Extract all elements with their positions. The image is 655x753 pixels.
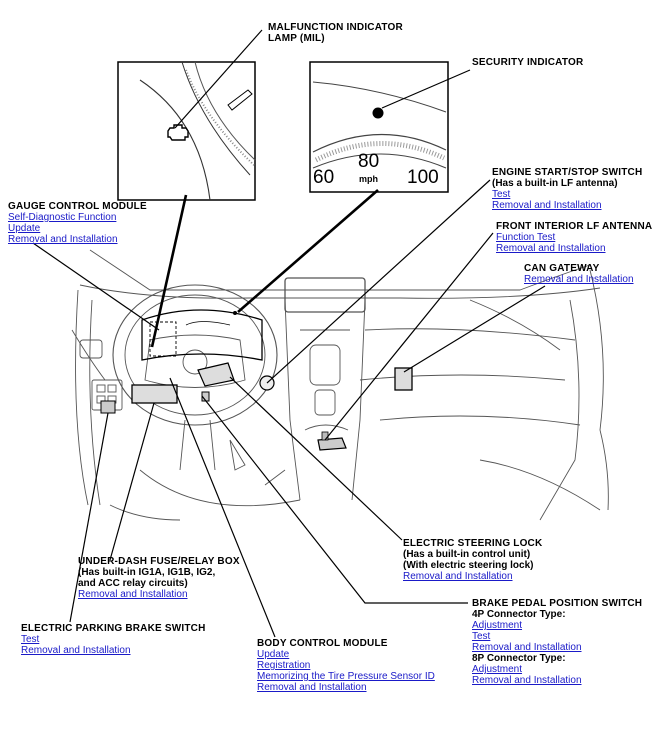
engine-start-stop-removal-link[interactable]: Removal and Installation bbox=[492, 200, 602, 211]
under-dash-fuse-label: UNDER-DASH FUSE/RELAY BOX (Has built-in … bbox=[78, 556, 240, 600]
speed-unit-label: mph bbox=[359, 174, 378, 184]
mil-inset bbox=[117, 61, 256, 201]
under-dash-fuse-subtitle2: and ACC relay circuits) bbox=[78, 578, 188, 589]
gcm-self-diagnostic-link[interactable]: Self-Diagnostic Function bbox=[8, 212, 117, 223]
epb-removal-link[interactable]: Removal and Installation bbox=[21, 645, 131, 656]
speed-right-label: 100 bbox=[407, 167, 439, 188]
body-control-module-title: BODY CONTROL MODULE bbox=[257, 638, 388, 649]
components bbox=[100, 362, 413, 451]
gauge-control-module-label: GAUGE CONTROL MODULE Self-Diagnostic Fun… bbox=[8, 201, 147, 245]
security-title: SECURITY INDICATOR bbox=[472, 57, 584, 68]
under-dash-fuse-title: UNDER-DASH FUSE/RELAY BOX bbox=[78, 556, 240, 567]
security-inset bbox=[309, 61, 449, 193]
electric-steering-lock-removal-link[interactable]: Removal and Installation bbox=[403, 571, 513, 582]
epb-test-link[interactable]: Test bbox=[21, 634, 40, 645]
security-label: SECURITY INDICATOR bbox=[472, 57, 583, 68]
can-gateway-title: CAN GATEWAY bbox=[524, 263, 600, 274]
brake-pedal-4p-adjustment-link[interactable]: Adjustment bbox=[472, 620, 523, 631]
mil-label: MALFUNCTION INDICATOR LAMP (MIL) bbox=[268, 22, 403, 44]
gcm-removal-link[interactable]: Removal and Installation bbox=[8, 234, 118, 245]
can-gateway-removal-link[interactable]: Removal and Installation bbox=[524, 274, 634, 285]
mil-title-line1: MALFUNCTION INDICATOR bbox=[268, 22, 403, 33]
engine-check-icon bbox=[167, 124, 189, 141]
front-interior-lf-antenna-label: FRONT INTERIOR LF ANTENNA Function Test … bbox=[496, 221, 652, 254]
callout-lines bbox=[32, 29, 546, 638]
front-interior-lf-antenna-title: FRONT INTERIOR LF ANTENNA bbox=[496, 221, 653, 232]
gcm-update-link[interactable]: Update bbox=[8, 223, 41, 234]
security-indicator-dot bbox=[372, 107, 384, 119]
electric-steering-lock-label: ELECTRIC STEERING LOCK (Has a built-in c… bbox=[403, 538, 542, 582]
brake-pedal-8p-adjustment-link[interactable]: Adjustment bbox=[472, 664, 523, 675]
engine-start-stop-test-link[interactable]: Test bbox=[492, 189, 511, 200]
engine-start-stop-label: ENGINE START/STOP SWITCH (Has a built-in… bbox=[492, 167, 642, 211]
speed-left-label: 60 bbox=[313, 167, 335, 188]
dashboard-sketch bbox=[71, 249, 609, 521]
brake-pedal-switch-title: BRAKE PEDAL POSITION SWITCH bbox=[472, 598, 643, 609]
body-control-module-label: BODY CONTROL MODULE Update Registration … bbox=[257, 638, 435, 693]
bcm-registration-link[interactable]: Registration bbox=[257, 660, 311, 671]
electric-steering-lock-subtitle2: (With electric steering lock) bbox=[403, 560, 534, 571]
brake-pedal-switch-label: BRAKE PEDAL POSITION SWITCH 4P Connector… bbox=[472, 598, 642, 686]
brake-pedal-8p-removal-link[interactable]: Removal and Installation bbox=[472, 675, 582, 686]
electric-steering-lock-subtitle1: (Has a built-in control unit) bbox=[403, 549, 531, 560]
bcm-tpms-link[interactable]: Memorizing the Tire Pressure Sensor ID bbox=[257, 671, 435, 682]
under-dash-fuse-subtitle1: (Has built-in IG1A, IG1B, IG2, bbox=[78, 567, 216, 578]
lf-antenna-function-test-link[interactable]: Function Test bbox=[496, 232, 556, 243]
gauge-cluster bbox=[141, 309, 263, 361]
electric-parking-brake-title: ELECTRIC PARKING BRAKE SWITCH bbox=[21, 623, 206, 634]
mil-title-line2: LAMP (MIL) bbox=[268, 33, 325, 44]
bcm-removal-link[interactable]: Removal and Installation bbox=[257, 682, 367, 693]
electric-steering-lock-title: ELECTRIC STEERING LOCK bbox=[403, 538, 543, 549]
brake-pedal-4p-subtitle: 4P Connector Type: bbox=[472, 609, 566, 620]
lf-antenna-removal-link[interactable]: Removal and Installation bbox=[496, 243, 606, 254]
engine-start-stop-subtitle: (Has a built-in LF antenna) bbox=[492, 178, 618, 189]
gauge-control-module-title: GAUGE CONTROL MODULE bbox=[8, 201, 147, 212]
can-gateway-label: CAN GATEWAY Removal and Installation bbox=[524, 263, 634, 285]
brake-pedal-4p-test-link[interactable]: Test bbox=[472, 631, 491, 642]
under-dash-fuse-removal-link[interactable]: Removal and Installation bbox=[78, 589, 188, 600]
electric-parking-brake-label: ELECTRIC PARKING BRAKE SWITCH Test Remov… bbox=[21, 623, 206, 656]
brake-pedal-4p-removal-link[interactable]: Removal and Installation bbox=[472, 642, 582, 653]
brake-pedal-8p-subtitle: 8P Connector Type: bbox=[472, 653, 566, 664]
engine-start-stop-title: ENGINE START/STOP SWITCH bbox=[492, 167, 643, 178]
speed-center-label: 80 bbox=[358, 151, 380, 172]
bcm-update-link[interactable]: Update bbox=[257, 649, 290, 660]
